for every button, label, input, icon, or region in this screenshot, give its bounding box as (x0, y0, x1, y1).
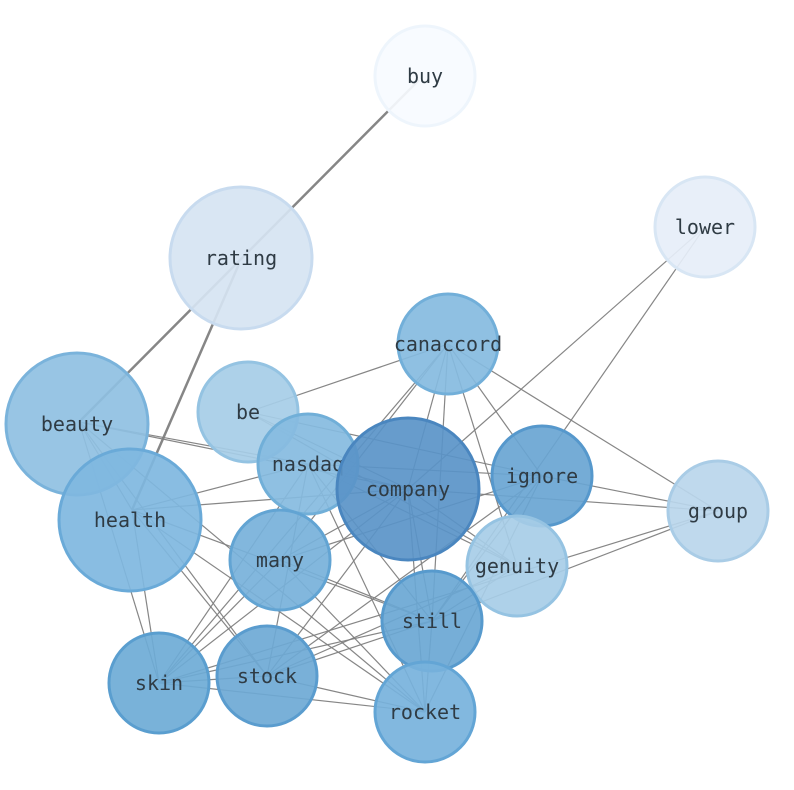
node-label-many: many (256, 548, 304, 572)
node-circle-company (335, 416, 481, 562)
node-label-beauty: beauty (41, 412, 113, 436)
node-ignore: ignore (490, 424, 594, 528)
node-canaccord: canaccord (394, 292, 502, 396)
node-rocket: rocket (373, 660, 477, 764)
node-circle-buy (373, 24, 477, 128)
node-label-rocket: rocket (389, 700, 461, 724)
node-rating: rating (168, 185, 314, 331)
node-circle-canaccord (396, 292, 500, 396)
node-nasdaq: nasdaq (256, 412, 360, 516)
node-label-genuity: genuity (475, 554, 559, 578)
node-stock: stock (215, 624, 319, 728)
node-label-health: health (94, 508, 166, 532)
node-label-buy: buy (407, 64, 443, 88)
node-circle-rocket (373, 660, 477, 764)
node-circle-skin (107, 631, 211, 735)
edge-ignore-stock (266, 475, 543, 677)
node-label-skin: skin (135, 671, 183, 695)
node-circle-rating (168, 185, 314, 331)
node-label-company: company (366, 477, 450, 501)
node-label-canaccord: canaccord (394, 332, 502, 356)
node-label-ignore: ignore (506, 464, 578, 488)
node-label-be: be (236, 400, 260, 424)
node-skin: skin (107, 631, 211, 735)
node-circle-group (666, 459, 770, 563)
node-lower: lower (653, 175, 757, 279)
edge-canaccord-group (447, 343, 719, 512)
node-label-stock: stock (237, 664, 297, 688)
node-still: still (380, 569, 484, 673)
node-genuity: genuity (465, 514, 569, 618)
node-group: group (666, 459, 770, 563)
node-buy: buy (373, 24, 477, 128)
node-layer: buy rating lower canaccord beauty be nasdaq com… (4, 24, 770, 764)
node-circle-genuity (465, 514, 569, 618)
node-label-rating: rating (205, 246, 277, 270)
node-label-group: group (688, 499, 748, 523)
node-health: health (57, 447, 203, 593)
node-circle-many (228, 508, 332, 612)
node-circle-lower (653, 175, 757, 279)
node-circle-stock (215, 624, 319, 728)
node-company: company (335, 416, 481, 562)
node-circle-health (57, 447, 203, 593)
node-many: many (228, 508, 332, 612)
node-label-nasdaq: nasdaq (272, 452, 344, 476)
node-label-lower: lower (675, 215, 735, 239)
node-label-still: still (402, 609, 462, 633)
